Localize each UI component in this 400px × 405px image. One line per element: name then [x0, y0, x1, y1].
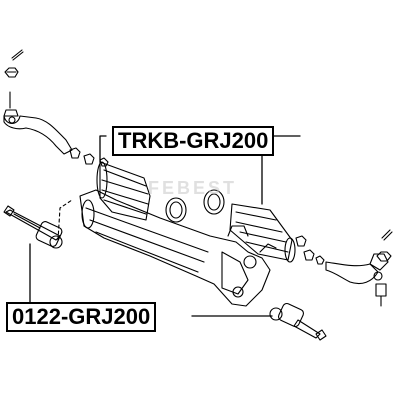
left-inner-tie-rod	[3, 205, 63, 249]
part-number-inner-tie-rod: 0122-GRJ200	[6, 302, 157, 332]
left-tie-rod-end	[3, 91, 73, 155]
top-left-nut	[4, 67, 19, 78]
right-cotter-pin	[381, 229, 393, 241]
right-boot-clamp	[203, 189, 225, 215]
right-lock-nuts	[295, 235, 325, 265]
assembly-dashed-line	[57, 199, 73, 241]
right-nut	[376, 251, 392, 262]
right-tie-rod-end	[325, 253, 389, 307]
leader-left-boot	[99, 135, 107, 163]
top-left-cotter-pin	[11, 49, 24, 61]
left-boot	[96, 161, 151, 221]
right-inner-tie-rod	[269, 302, 327, 341]
watermark: FEBEST	[148, 178, 238, 198]
right-boot	[229, 203, 296, 263]
left-boot-clamp	[165, 197, 187, 223]
rack-housing	[79, 189, 277, 307]
part-number-boot-kit: TRKB-GRJ200	[112, 126, 275, 156]
